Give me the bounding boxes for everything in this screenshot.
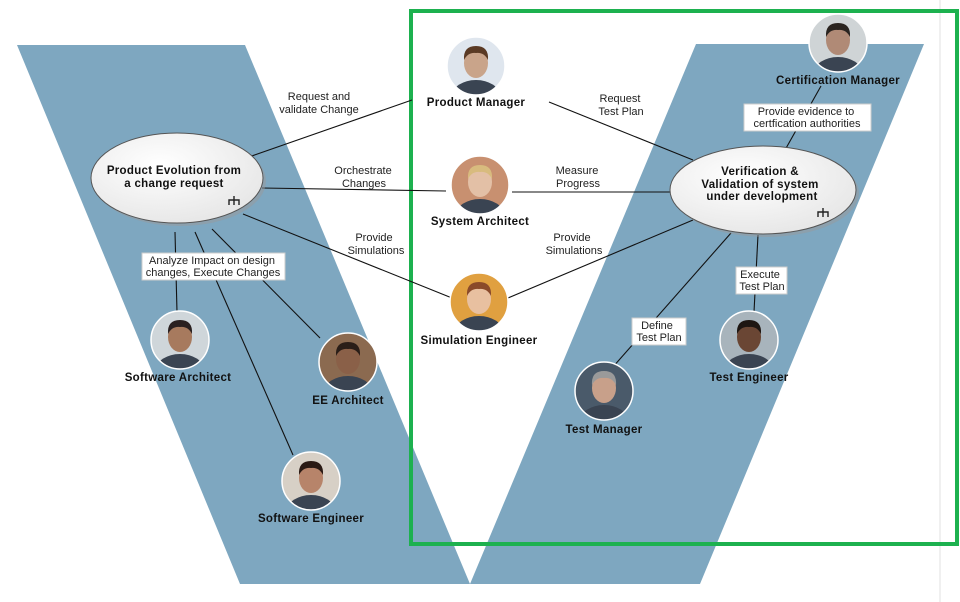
actor-simulation-engineer[interactable]: Simulation Engineer xyxy=(421,272,538,348)
use-case-title: under development xyxy=(706,191,817,203)
avatar xyxy=(281,451,341,511)
avatar xyxy=(719,310,779,370)
actor-test-engineer[interactable]: Test Engineer xyxy=(709,310,788,386)
use-case-verification-validation[interactable]: Verification & Validation of system unde… xyxy=(669,145,859,237)
actor-name: Product Manager xyxy=(427,97,526,109)
edge-label: Execute xyxy=(740,269,780,281)
avatar xyxy=(318,332,378,392)
actor-system-architect[interactable]: System Architect xyxy=(431,155,529,231)
actor-name: Simulation Engineer xyxy=(421,335,538,347)
edge-labels: Request and validate Change Orchestrate … xyxy=(141,91,872,346)
actor-name: Software Architect xyxy=(125,372,232,384)
edge-label: Request and xyxy=(288,91,350,103)
avatar xyxy=(450,155,510,215)
highlight-frame xyxy=(409,9,959,546)
use-case-title: Verification & xyxy=(721,166,799,178)
edge-label: Analyze Impact on design xyxy=(149,255,275,267)
edge-label: certfication authorities xyxy=(754,118,861,130)
edge-label: Orchestrate xyxy=(334,165,391,177)
edge-label: Provide xyxy=(553,232,590,244)
edge-label: changes, Execute Changes xyxy=(146,267,281,279)
edge-label-box xyxy=(743,103,872,132)
edge-label: Measure xyxy=(556,165,599,177)
actor-product-manager[interactable]: Product Manager xyxy=(427,36,526,112)
actor-name: Test Manager xyxy=(566,424,643,436)
edge-label: Simulations xyxy=(348,245,405,257)
actor-certification-manager[interactable]: Certification Manager xyxy=(776,13,900,89)
edge-label-box xyxy=(141,252,286,281)
edge-label: validate Change xyxy=(279,104,359,116)
actor-name: Test Engineer xyxy=(709,372,788,384)
edge-label: Changes xyxy=(342,178,387,190)
edge-label: Provide evidence to xyxy=(758,106,855,118)
edge-label-box xyxy=(735,266,788,295)
avatar xyxy=(808,13,868,73)
actor-ee-architect[interactable]: EE Architect xyxy=(312,332,384,408)
edge-label-box xyxy=(631,317,687,346)
use-case-product-evolution[interactable]: Product Evolution from a change request xyxy=(90,132,266,226)
use-case-title: Product Evolution from xyxy=(107,165,241,177)
edge-label: Test Plan xyxy=(598,106,643,118)
edge-label: Provide xyxy=(355,232,392,244)
actor-name: Certification Manager xyxy=(776,75,900,87)
edge-label: Define xyxy=(641,320,673,332)
avatar xyxy=(150,310,210,370)
actor-name: System Architect xyxy=(431,216,529,228)
hierarchy-icon xyxy=(228,196,240,205)
edge-label: Request xyxy=(600,93,641,105)
edge-label: Test Plan xyxy=(739,281,784,293)
edge-label: Test Plan xyxy=(636,332,681,344)
left-v-band xyxy=(17,45,470,584)
edge-label: Simulations xyxy=(546,245,603,257)
actor-software-engineer[interactable]: Software Engineer xyxy=(258,451,364,527)
avatar xyxy=(446,36,506,96)
edge-label: Progress xyxy=(556,178,601,190)
hierarchy-icon xyxy=(817,208,829,217)
use-case-title: Validation of system xyxy=(701,179,818,191)
use-case-title: a change request xyxy=(124,178,223,190)
actor-name: Software Engineer xyxy=(258,513,364,525)
actor-test-manager[interactable]: Test Manager xyxy=(566,361,643,437)
connectors xyxy=(174,85,822,456)
actor-software-architect[interactable]: Software Architect xyxy=(125,310,232,386)
actor-name: EE Architect xyxy=(312,395,384,407)
avatar xyxy=(574,361,634,421)
avatar xyxy=(449,272,509,332)
